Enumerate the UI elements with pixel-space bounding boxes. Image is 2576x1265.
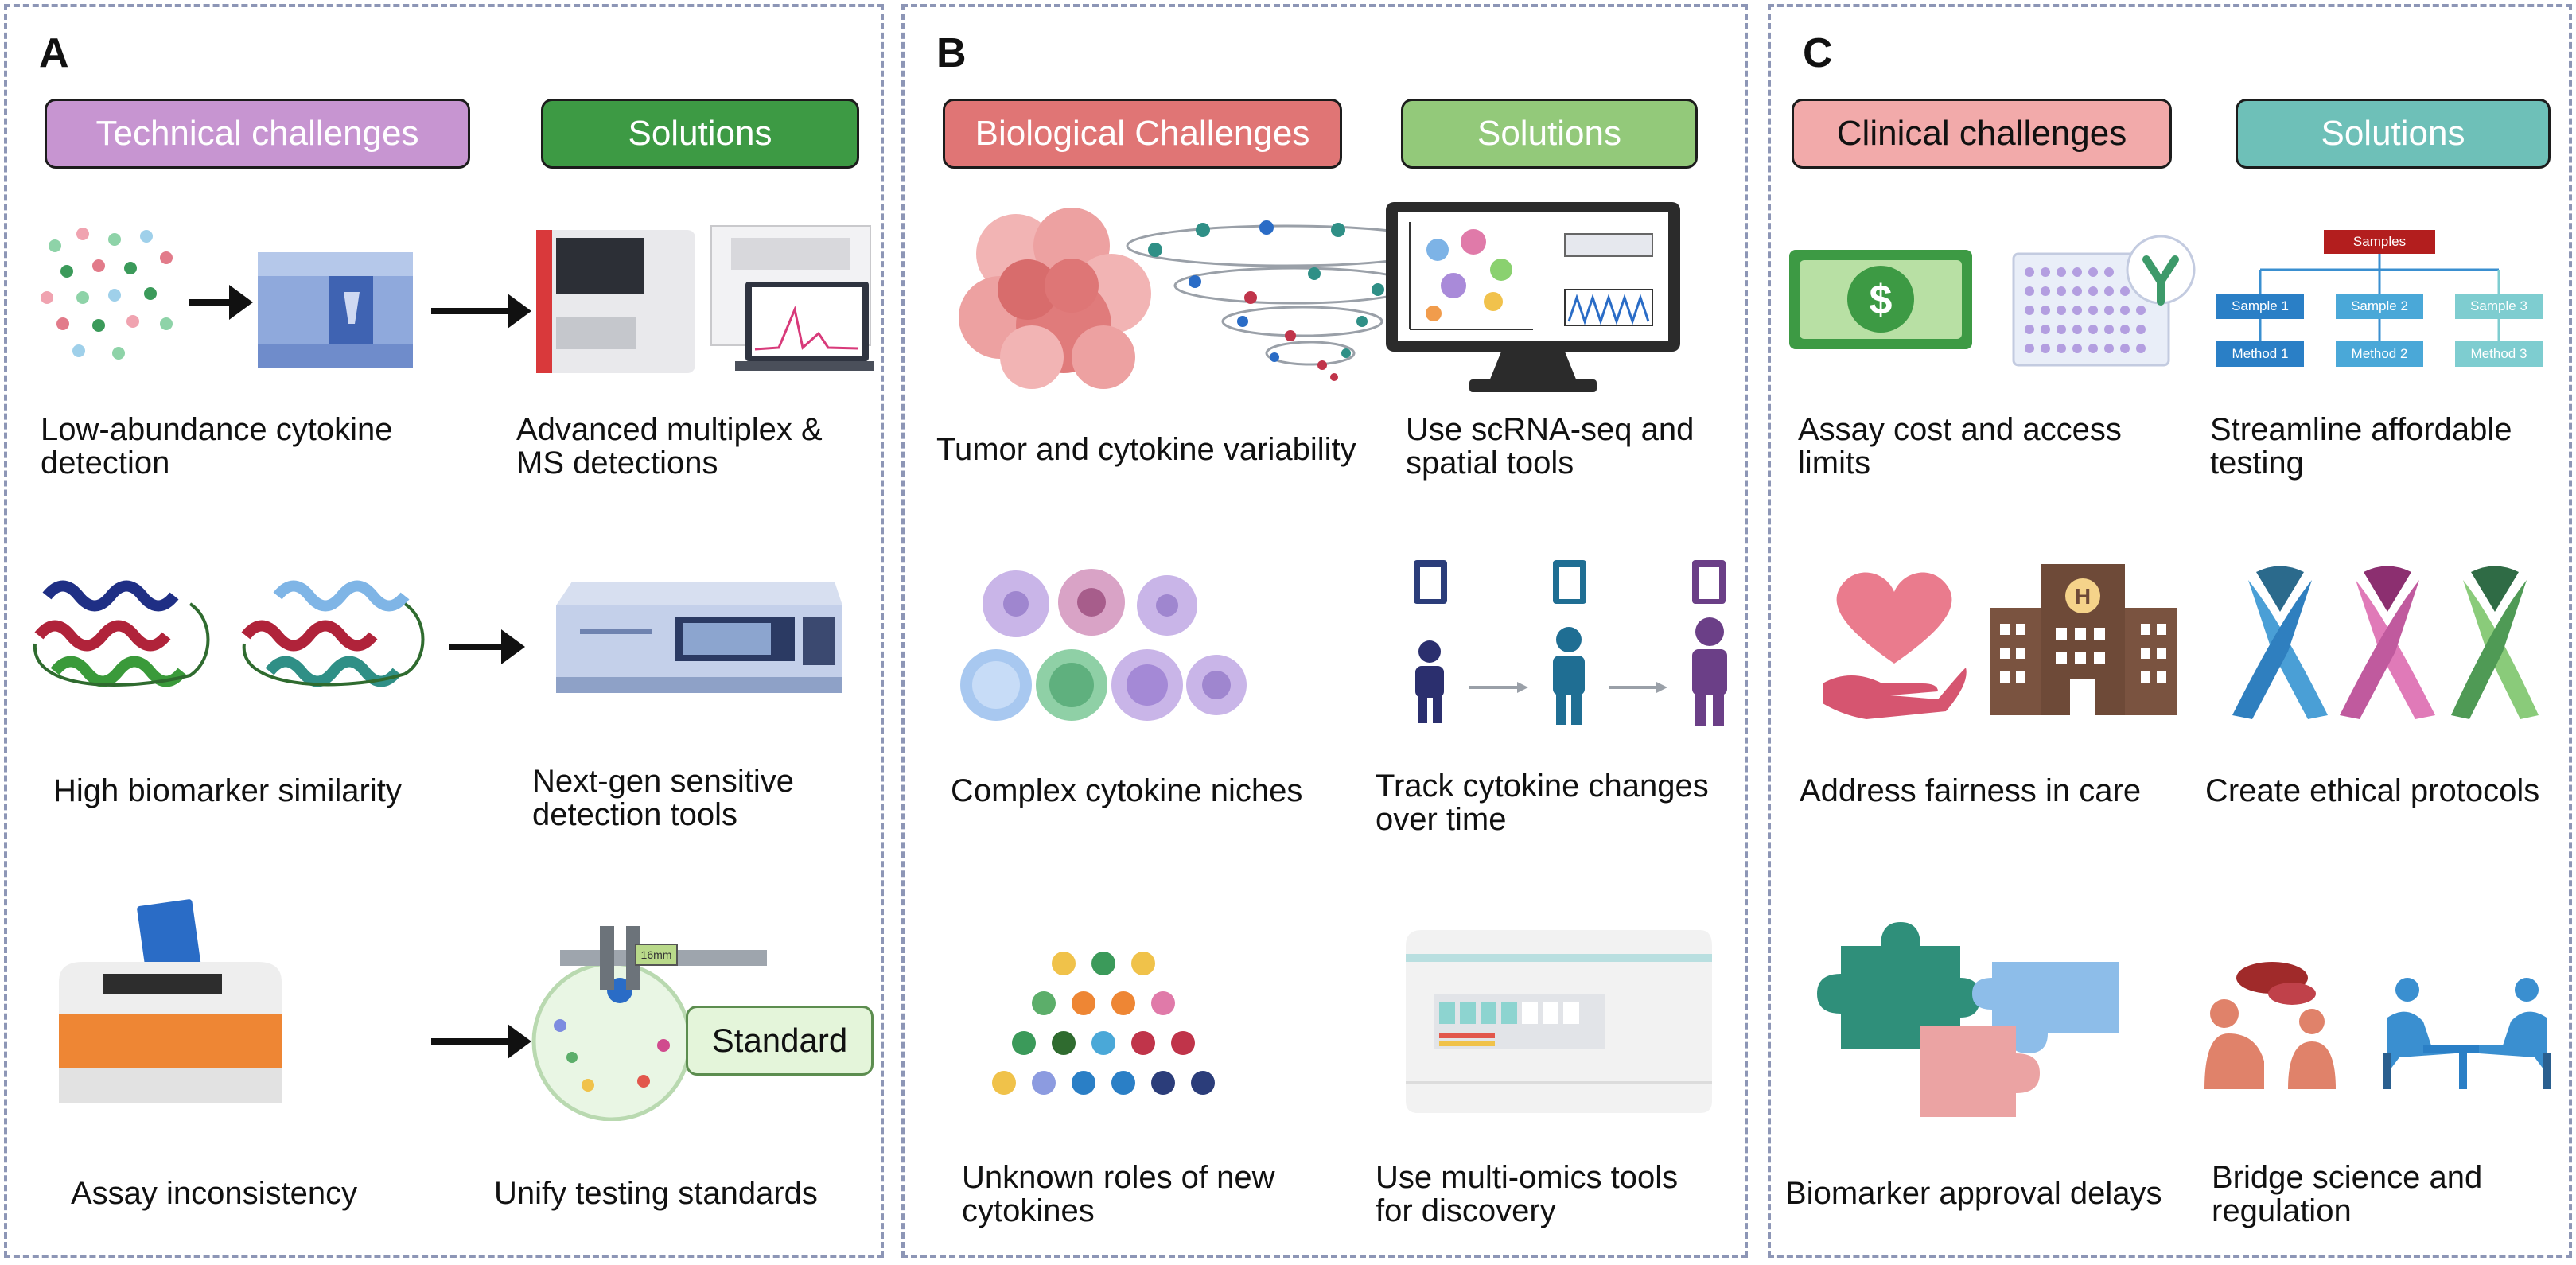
money-bill-icon: $: [1789, 250, 1972, 349]
caption-line: Unknown roles of new: [962, 1160, 1275, 1195]
solution-caption-3: Use multi-omics tools for discovery: [1376, 1161, 1678, 1228]
arrow-4: [431, 1024, 531, 1059]
challenge-caption-3: Unknown roles of new cytokines: [962, 1161, 1275, 1228]
caption-line: Next-gen sensitive: [532, 764, 795, 799]
panel-letter: B: [936, 30, 967, 76]
detection-instrument-illustration: [556, 582, 842, 693]
challenge-caption-1: Tumor and cytokine variability: [936, 433, 1356, 466]
caption-line: Biomarker approval delays: [1785, 1176, 2162, 1211]
challenge-caption-3: Assay inconsistency: [71, 1177, 357, 1210]
solution-caption-2: Create ethical protocols: [2205, 774, 2539, 808]
flowchart-connectors: [2259, 254, 2500, 341]
sequencer-instrument-illustration: [1406, 930, 1712, 1113]
caption-line: testing: [2210, 446, 2304, 481]
solutions-header: Solutions: [541, 99, 859, 169]
caption-line: Complex cytokine niches: [951, 773, 1303, 808]
standard-box: Standard: [686, 1006, 874, 1076]
dollar-sign: $: [1870, 277, 1893, 323]
caption-line: detection: [41, 446, 170, 481]
caption-line: cytokines: [962, 1193, 1095, 1228]
caption-line: spatial tools: [1406, 446, 1574, 481]
caption-line: limits: [1798, 446, 1871, 481]
multiplex-ms-instruments-illustration: [536, 225, 874, 373]
caption-line: Assay cost and access: [1798, 412, 2122, 447]
caliper-petri-illustration: 16mm: [531, 926, 767, 1121]
challenge-caption-1: Low-abundance cytokine detection: [41, 413, 393, 480]
immune-cells-illustration: [960, 569, 1247, 721]
caption-line: Bridge science and: [2212, 1160, 2483, 1195]
solution-caption-3: Bridge science and regulation: [2212, 1161, 2482, 1228]
samples-flowchart: Samples Sample 1 Sample 2 Sample 3 Metho…: [2216, 222, 2543, 381]
heart-hand-icon: [1823, 572, 1967, 719]
solutions-header: Solutions: [1401, 99, 1698, 169]
flowchart-sample-1: Sample 1: [2216, 294, 2304, 319]
challenge-caption-1: Assay cost and access limits: [1798, 413, 2122, 480]
caption-line: Tumor and cytokine variability: [936, 432, 1356, 467]
caption-line: Use multi-omics tools: [1376, 1160, 1679, 1195]
standard-label: Standard: [711, 1022, 848, 1059]
arrow-2: [431, 294, 531, 329]
arrow-1: [189, 285, 253, 320]
caption-line: detection tools: [532, 797, 737, 832]
caption-line: for discovery: [1376, 1193, 1556, 1228]
challenge-caption-3: Biomarker approval delays: [1785, 1177, 2162, 1210]
panel-letter: C: [1803, 30, 1833, 76]
well-plate-antibody-icon: [2012, 235, 2196, 367]
caption-line: Low-abundance cytokine: [41, 412, 393, 447]
flowchart-method-3: Method 3: [2455, 341, 2543, 367]
panel-a: A Technical challenges Solutions: [4, 4, 884, 1258]
monitor-scrna-illustration: [1386, 202, 1680, 392]
caliper-reading: 16mm: [641, 948, 672, 961]
puzzle-pieces-icon: [1817, 922, 2119, 1117]
hospital-letter: H: [2075, 584, 2091, 609]
caption-line: Unify testing standards: [494, 1176, 818, 1211]
protein-helix-illustration: [33, 580, 425, 687]
caption-line: Address fairness in care: [1800, 773, 2142, 808]
cytokine-dots-illustration: [41, 228, 173, 360]
challenge-caption-2: Complex cytokine niches: [951, 774, 1302, 808]
caption-line: Assay inconsistency: [71, 1176, 358, 1211]
flowchart-method-1: Method 1: [2216, 341, 2304, 367]
challenge-caption-2: High biomarker similarity: [53, 774, 402, 808]
solution-caption-3: Unify testing standards: [494, 1177, 818, 1210]
caption-line: High biomarker similarity: [53, 773, 402, 808]
awareness-ribbons-icon: [2232, 566, 2539, 719]
technical-challenges-header: Technical challenges: [45, 99, 470, 169]
panel-c: C Clinical challenges Solutions $: [1768, 4, 2572, 1258]
caption-line: Create ethical protocols: [2205, 773, 2540, 808]
clinical-challenges-header: Clinical challenges: [1792, 99, 2172, 169]
caption-line: MS detections: [516, 446, 718, 481]
caption-line: regulation: [2212, 1193, 2352, 1228]
caption-line: Use scRNA-seq and: [1406, 412, 1695, 447]
panel-b: B Biological Challenges Solutions: [901, 4, 1748, 1258]
solutions-header: Solutions: [2236, 99, 2551, 169]
flowchart-sample-2: Sample 2: [2336, 294, 2423, 319]
solution-caption-1: Use scRNA-seq and spatial tools: [1406, 413, 1694, 480]
panel-letter: A: [39, 30, 69, 76]
challenge-caption-2: Address fairness in care: [1800, 774, 2141, 808]
caption-line: over time: [1376, 802, 1507, 837]
analyzer-instrument-illustration: [258, 252, 413, 368]
patient-tracking-illustration: [1414, 560, 1727, 726]
flowchart-method-2: Method 2: [2336, 341, 2423, 367]
meeting-people-icon: [2204, 962, 2551, 1089]
assay-reader-illustration: [59, 899, 282, 1103]
solution-caption-1: Streamline affordable testing: [2210, 413, 2512, 480]
caption-line: Track cytokine changes: [1376, 769, 1709, 804]
caption-line: Streamline affordable: [2210, 412, 2512, 447]
caption-line: Advanced multiplex &: [516, 412, 823, 447]
arrow-3: [449, 629, 525, 664]
hospital-icon: H: [1990, 564, 2177, 715]
solution-caption-2: Track cytokine changes over time: [1376, 769, 1709, 836]
tumor-illustration: [959, 208, 1151, 389]
biological-challenges-header: Biological Challenges: [943, 99, 1342, 169]
flowchart-root: Samples: [2324, 230, 2435, 254]
flowchart-sample-3: Sample 3: [2455, 294, 2543, 319]
new-cytokines-triangle-illustration: [992, 952, 1215, 1095]
solution-caption-2: Next-gen sensitive detection tools: [532, 765, 794, 831]
solution-caption-1: Advanced multiplex & MS detections: [516, 413, 823, 480]
